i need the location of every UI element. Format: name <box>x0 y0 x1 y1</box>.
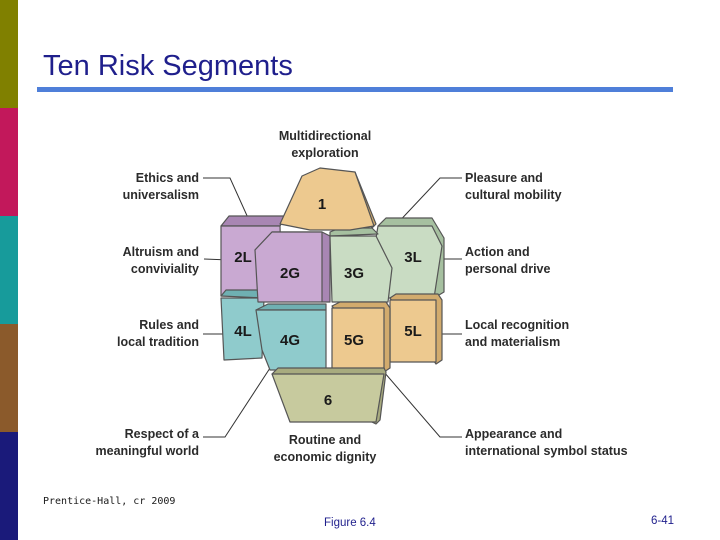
block-2G <box>254 231 323 303</box>
segment-label-2G: 2G <box>280 265 300 282</box>
segment-labels: 1 2L 2G 3G 3L 4L 4G 5G 5L 6 <box>234 196 422 409</box>
label-action-line2: personal drive <box>465 262 550 276</box>
sidebar-band-navy <box>0 432 18 540</box>
block-1 <box>279 167 375 231</box>
label-action-line1: Action and <box>465 245 530 259</box>
sidebar-band-teal <box>0 216 18 324</box>
segment-blocks <box>220 167 445 425</box>
label-local-line2: and materialism <box>465 335 560 349</box>
segment-label-4G: 4G <box>280 332 300 349</box>
pointer-line-respect <box>203 364 273 438</box>
label-pleasure-line1: Pleasure and <box>465 171 543 185</box>
segment-label-6: 6 <box>324 392 332 409</box>
segment-label-4L: 4L <box>234 323 252 340</box>
page-number: 6-41 <box>651 515 675 527</box>
sidebar-band-olive <box>0 0 18 108</box>
label-ethics-line2: universalism <box>123 188 199 202</box>
segment-label-2L: 2L <box>234 249 252 266</box>
block-3G <box>329 235 393 303</box>
label-ethics-line1: Ethics and <box>136 171 199 185</box>
label-altruism-line1: Altruism and <box>123 245 199 259</box>
label-rules-line1: Rules and <box>139 318 199 332</box>
pointer-line-pleasure <box>392 177 462 229</box>
left-labels: Ethics and universalism Altruism and con… <box>96 171 201 458</box>
block-4L <box>220 297 265 361</box>
segment-label-3G: 3G <box>344 265 364 282</box>
label-local-line1: Local recognition <box>465 318 569 332</box>
label-respect-line1: Respect of a <box>125 427 200 441</box>
segment-label-3L: 3L <box>404 249 422 266</box>
label-appearance-line1: Appearance and <box>465 427 562 441</box>
segment-label-5L: 5L <box>404 323 422 340</box>
title-underline <box>37 87 673 92</box>
label-rules-line2: local tradition <box>117 335 199 349</box>
label-altruism-line2: conviviality <box>131 262 199 276</box>
block-2L-side <box>220 215 287 227</box>
label-top-line2: exploration <box>291 146 358 160</box>
label-routine-line2: economic dignity <box>274 450 377 464</box>
block-4G-side <box>255 303 327 311</box>
sidebar-color-bands <box>0 0 18 540</box>
sidebar-band-magenta <box>0 108 18 216</box>
segment-label-5G: 5G <box>344 332 364 349</box>
label-top-line1: Multidirectional <box>279 129 371 143</box>
sidebar-band-brown <box>0 324 18 432</box>
slide-title: Ten Risk Segments <box>43 50 293 82</box>
figure-caption: Figure 6.4 <box>324 517 376 529</box>
segment-label-1: 1 <box>318 196 326 213</box>
label-routine-line1: Routine and <box>289 433 361 447</box>
label-appearance-line2: international symbol status <box>465 444 628 458</box>
label-respect-line2: meaningful world <box>96 444 199 458</box>
label-pleasure-line2: cultural mobility <box>465 188 562 202</box>
publisher-credit: Prentice-Hall, cr 2009 <box>43 496 176 507</box>
right-labels: Pleasure and cultural mobility Action an… <box>465 171 628 458</box>
pointer-line-appearance <box>383 371 462 438</box>
block-6 <box>271 373 385 423</box>
